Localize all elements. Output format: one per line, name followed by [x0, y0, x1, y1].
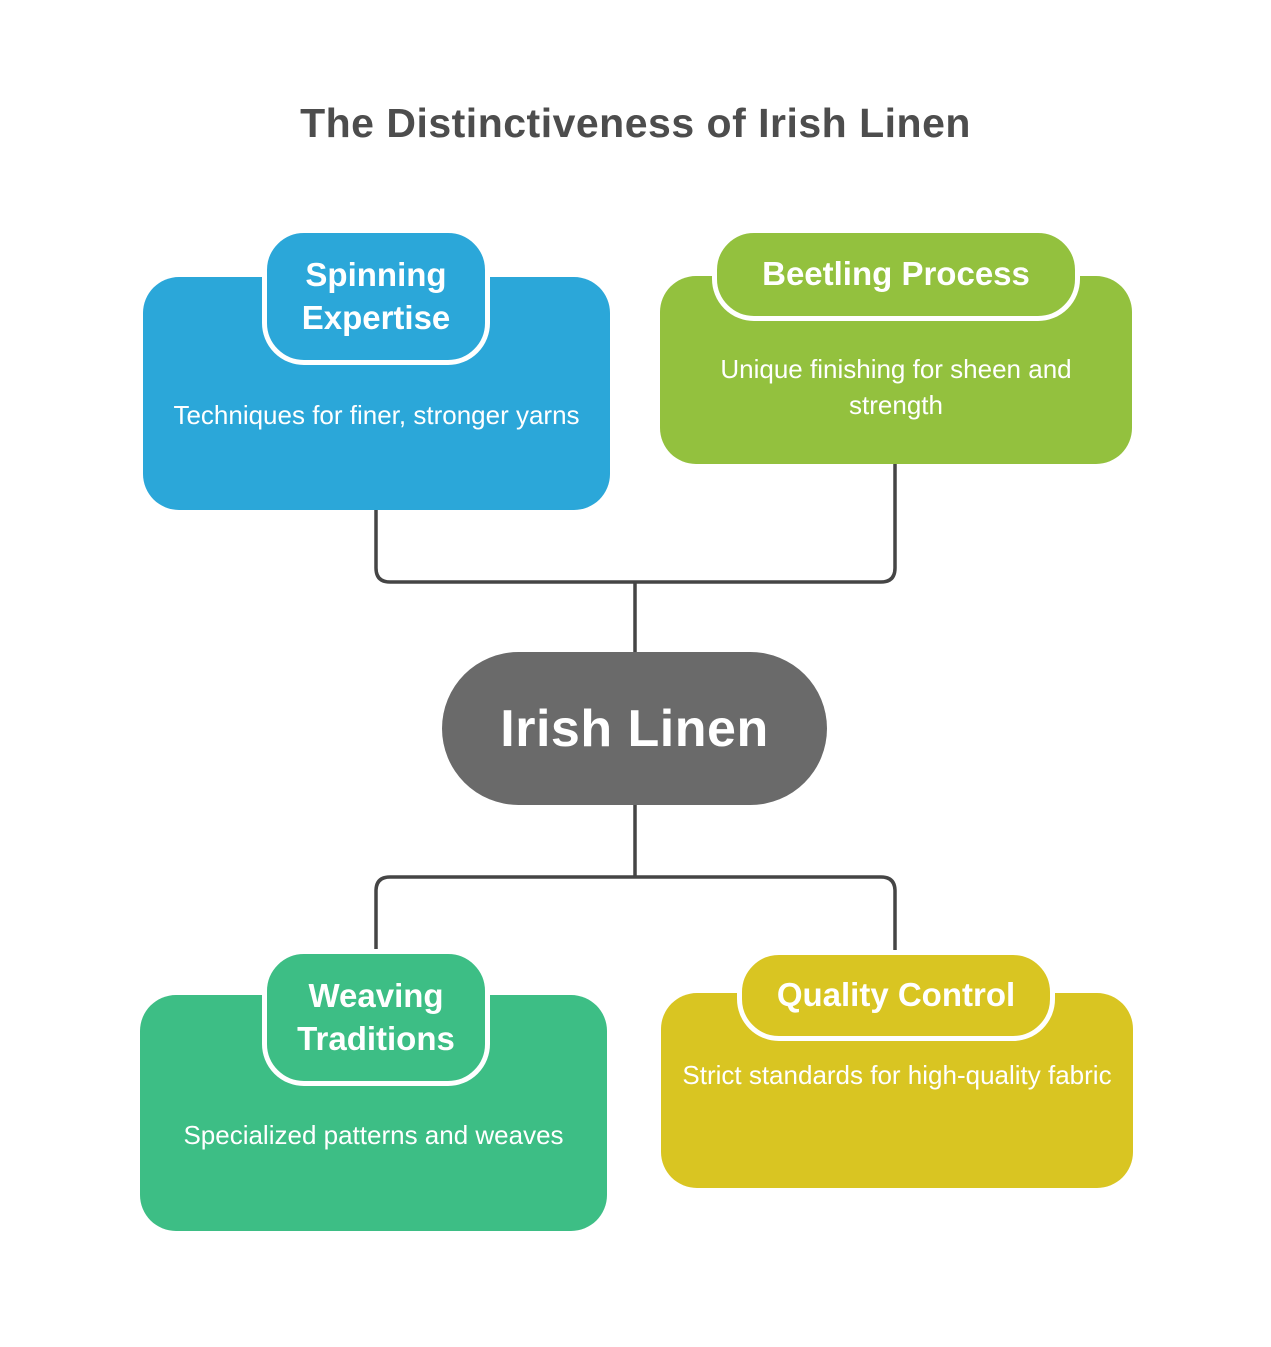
node-label-quality-control: Quality Control — [776, 976, 1016, 1014]
node-description-quality-control: Strict standards for high-quality fabric — [682, 1060, 1112, 1090]
node-description-spinning-expertise: Techniques for finer, stronger yarns — [173, 400, 580, 430]
node-label-weaving-traditions: Weaving Traditions — [297, 977, 455, 1057]
diagram-title: The Distinctiveness of Irish Linen — [300, 100, 971, 146]
node-description-weaving-traditions: Specialized patterns and weaves — [183, 1120, 564, 1150]
node-badge-spinning-expertise: Spinning Expertise — [262, 228, 490, 365]
center-node: Irish Linen — [442, 652, 827, 805]
node-label-beetling-process: Beetling Process — [762, 255, 1030, 293]
connector-bottom-bracket — [374, 875, 897, 952]
node-label-spinning-expertise: Spinning Expertise — [301, 256, 451, 336]
node-description-beetling-process: Unique finishing for sheen and strength — [720, 354, 1072, 420]
center-node-label: Irish Linen — [500, 699, 769, 758]
node-badge-beetling-process: Beetling Process — [712, 228, 1080, 321]
node-badge-quality-control: Quality Control — [737, 950, 1055, 1041]
node-badge-weaving-traditions: Weaving Traditions — [262, 949, 490, 1086]
